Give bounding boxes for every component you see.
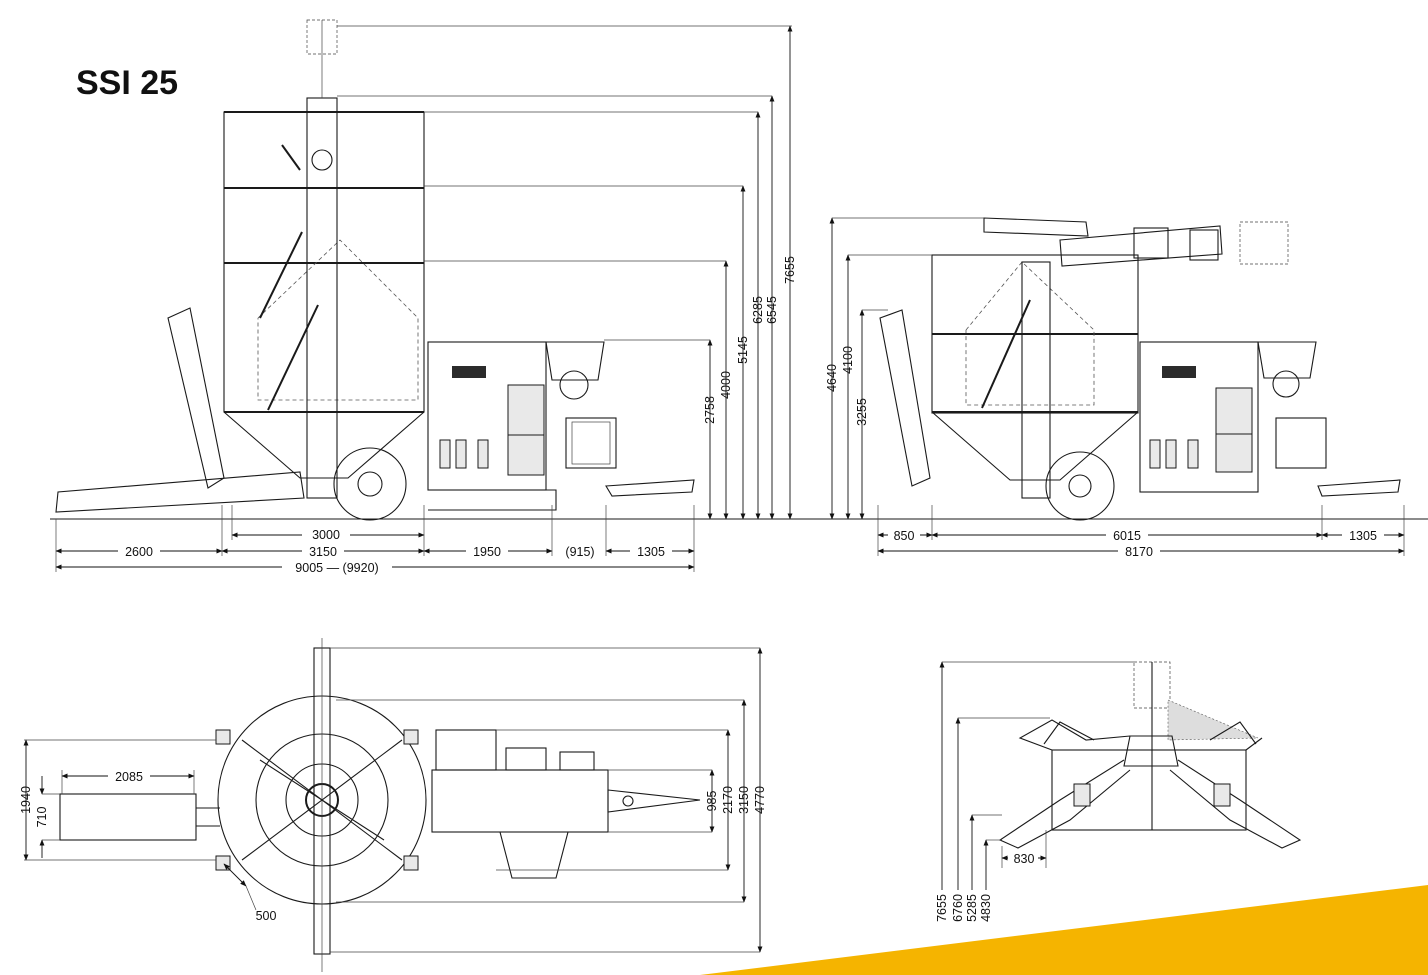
dim-9005-9920: 9005 — (9920) — [295, 561, 378, 575]
dim-2600: 2600 — [125, 545, 153, 559]
dim-4830: 4830 — [979, 894, 993, 922]
dim-6760: 6760 — [951, 894, 965, 922]
side-view: 2758 4000 5145 6285 6545 7655 3000 2600 … — [50, 19, 1428, 575]
accent-stripe — [700, 885, 1428, 975]
dim-3150-top: 3150 — [737, 786, 751, 814]
dim-1950: 1950 — [473, 545, 501, 559]
dim-2758: 2758 — [703, 396, 717, 424]
dim-830: 830 — [1014, 852, 1035, 866]
dim-500: 500 — [256, 909, 277, 923]
dim-2085: 2085 — [115, 770, 143, 784]
dim-4640: 4640 — [825, 364, 839, 392]
dim-7655: 7655 — [783, 256, 797, 284]
dim-985: 985 — [705, 791, 719, 812]
dim-3000: 3000 — [312, 528, 340, 542]
dim-915: (915) — [565, 545, 594, 559]
dim-6015: 6015 — [1113, 529, 1141, 543]
front-view: 7655 6760 5285 4830 830 — [935, 661, 1302, 922]
dim-8170: 8170 — [1125, 545, 1153, 559]
dim-710: 710 — [35, 807, 49, 828]
dim-5285: 5285 — [965, 894, 979, 922]
dim-7655-front: 7655 — [935, 894, 949, 922]
dim-850: 850 — [894, 529, 915, 543]
top-view: 1940 710 2085 985 2170 3150 4770 500 — [19, 638, 767, 972]
dim-1940: 1940 — [19, 786, 33, 814]
dim-5145: 5145 — [736, 336, 750, 364]
dim-4000: 4000 — [719, 371, 733, 399]
dim-3255: 3255 — [855, 398, 869, 426]
dim-4100: 4100 — [841, 346, 855, 374]
transport-view: 4640 4100 3255 850 6015 1305 8170 — [825, 217, 1405, 559]
dim-6545: 6545 — [765, 296, 779, 324]
dim-2170: 2170 — [721, 786, 735, 814]
model-title: SSI 25 — [76, 64, 178, 102]
dim-3150: 3150 — [309, 545, 337, 559]
dim-4770: 4770 — [753, 786, 767, 814]
dim-6285: 6285 — [751, 296, 765, 324]
dim-1305-transport: 1305 — [1349, 529, 1377, 543]
dim-1305: 1305 — [637, 545, 665, 559]
